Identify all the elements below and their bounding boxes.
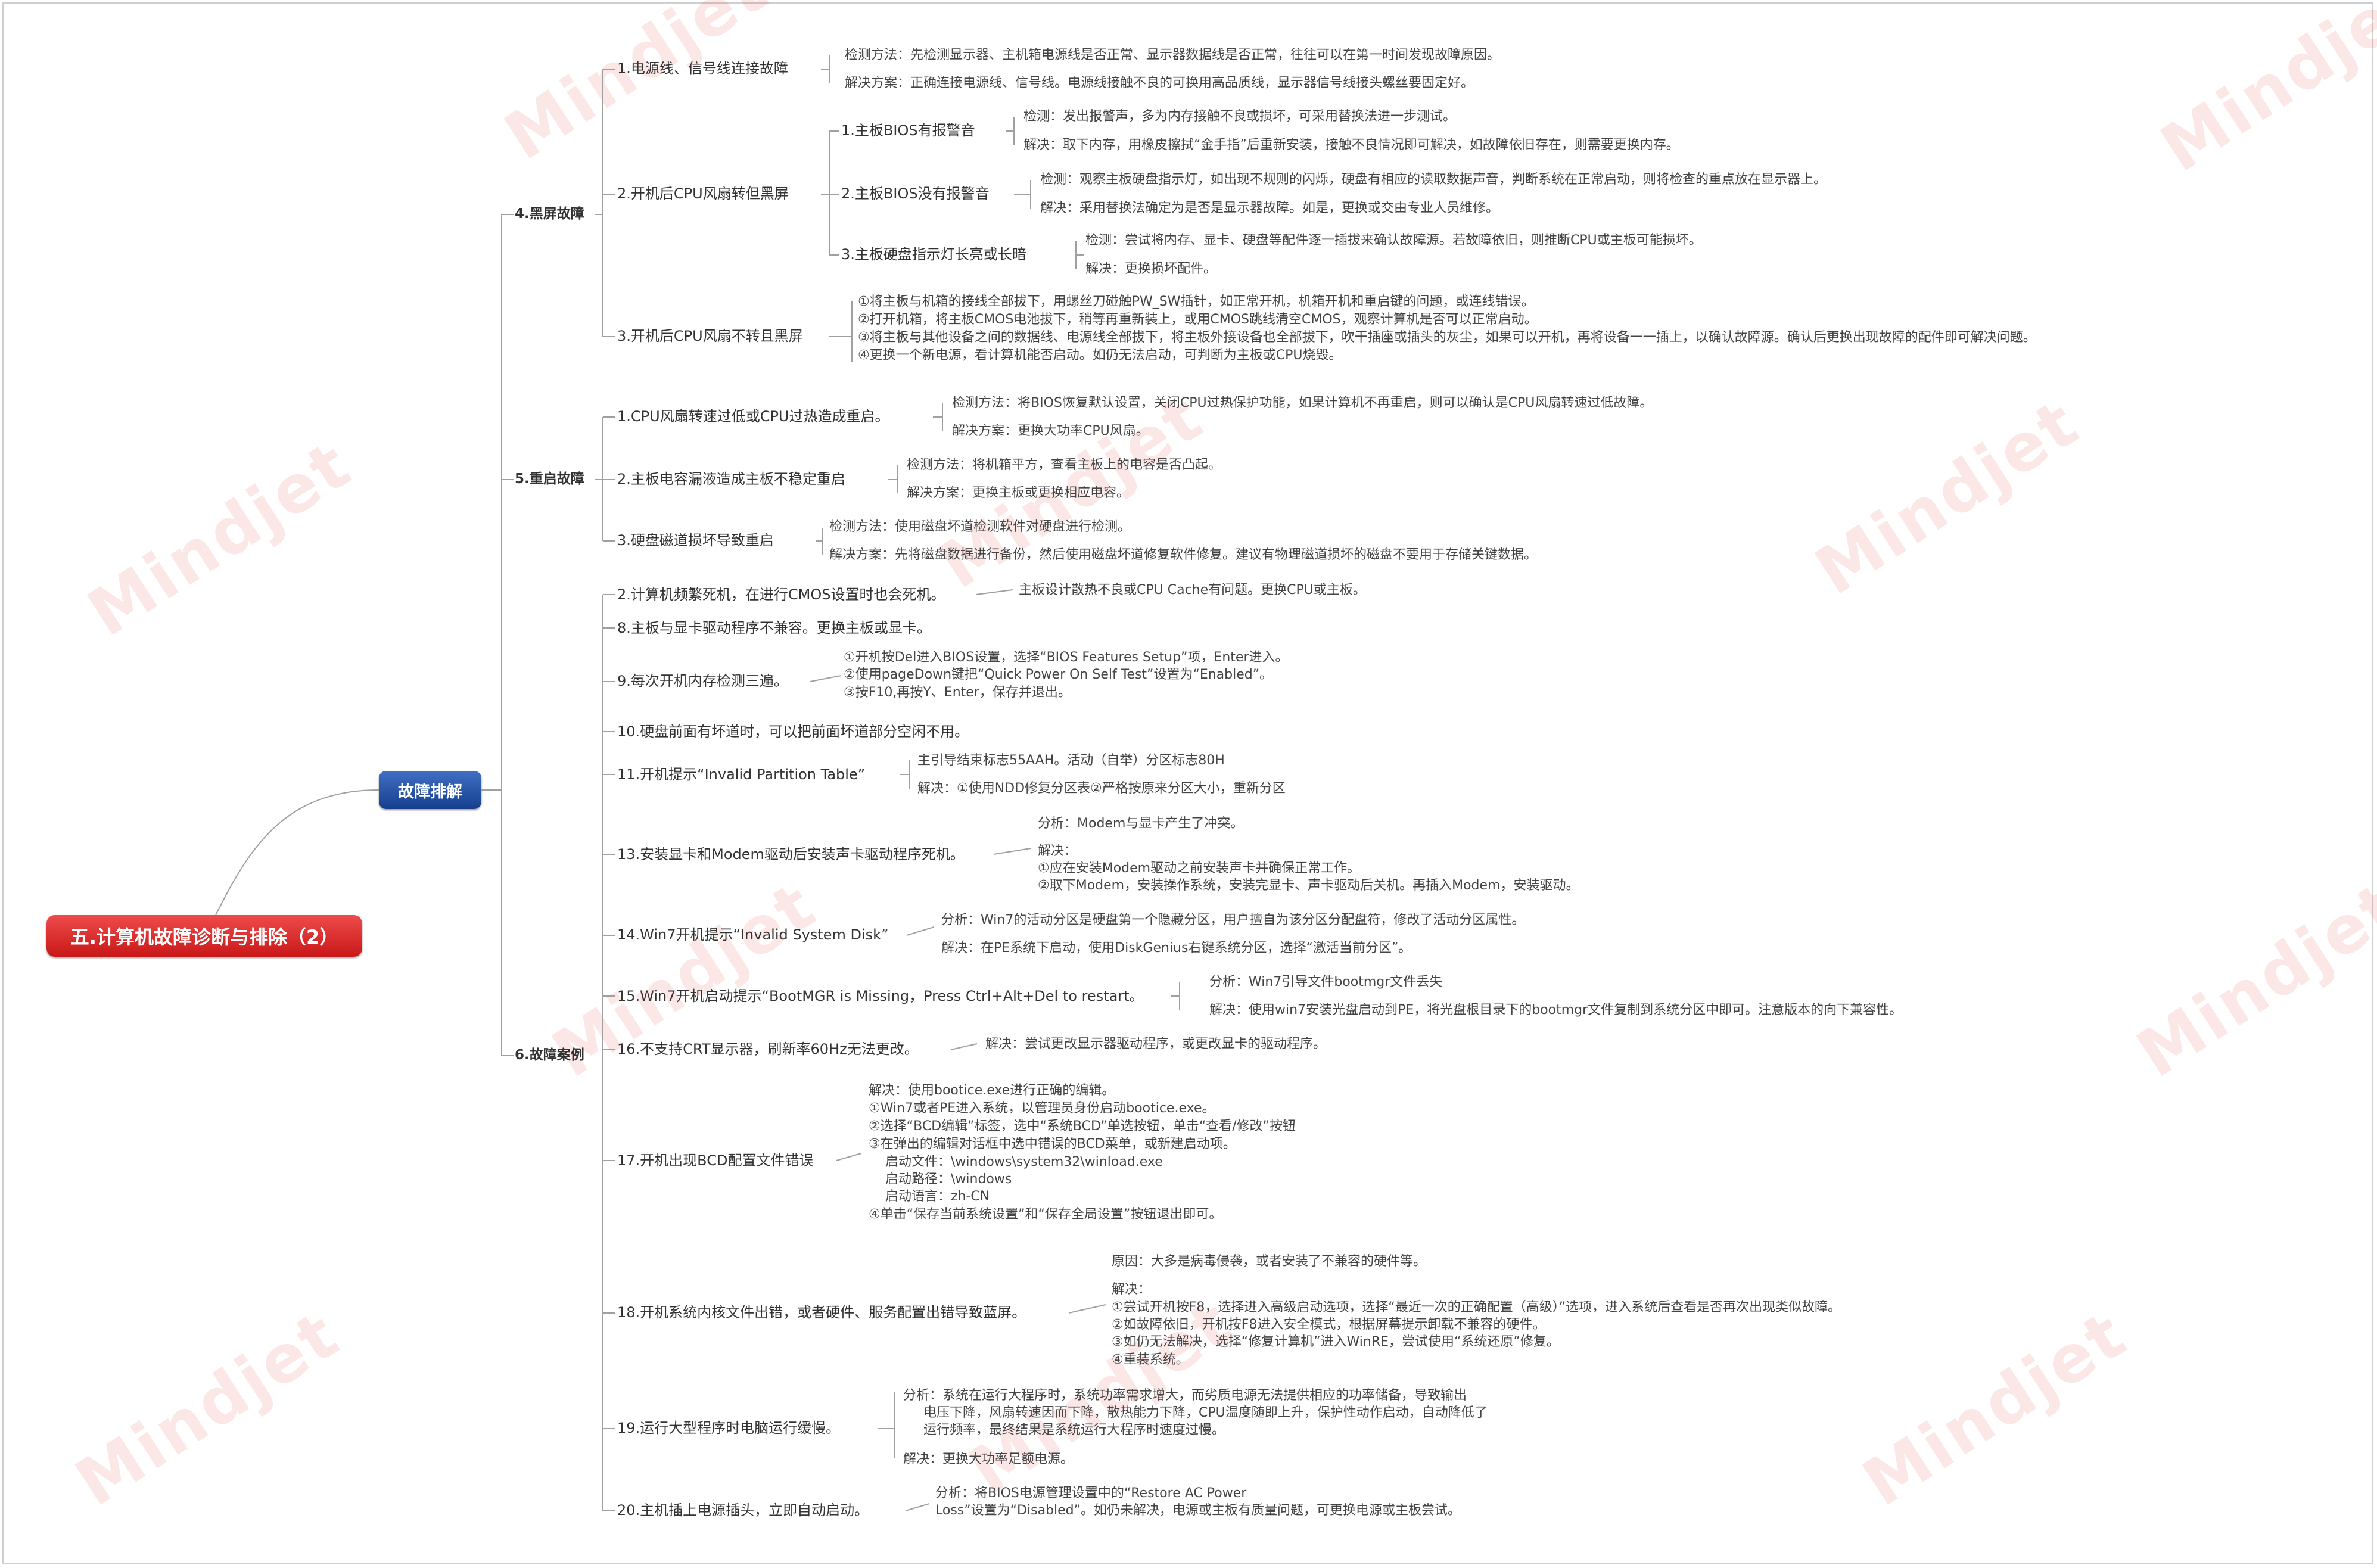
case-17-line-2: ①Win7或者PE进入系统，以管理员身份启动bootice.exe。 (869, 1101, 1215, 1116)
case-17-line-1: 解决：使用bootice.exe进行正确的编辑。 (869, 1083, 1115, 1098)
case-16[interactable]: 16.不支持CRT显示器，刷新率60Hz无法更改。 (617, 1041, 919, 1057)
case-18-step-4: ④重装系统。 (1112, 1352, 1189, 1367)
section-5-item-2-detect: 检测方法：将机箱平方，查看主板上的电容是否凸起。 (907, 458, 1222, 472)
case-20[interactable]: 20.主机插上电源插头，立即自动启动。 (617, 1502, 869, 1519)
case-2-note: 主板设计散热不良或CPU Cache有问题。更换CPU或主板。 (1019, 583, 1366, 598)
section-4-item-1[interactable]: 1.电源线、信号线连接故障 (617, 60, 788, 77)
case-17-line-5: 启动文件：\windows\system32\winload.exe (885, 1155, 1163, 1169)
section-4-item-1-detect: 检测方法：先检测显示器、主机箱电源线是否正常、显示器数据线是否正常，往往可以在第… (845, 48, 1501, 63)
section-5-item-1-solve: 解决方案：更换大功率CPU风扇。 (952, 424, 1149, 438)
section-5-item-1[interactable]: 1.CPU风扇转速过低或CPU过热造成重启。 (617, 408, 889, 425)
case-18-step-2: ②如故障依旧，开机按F8进入安全模式，根据屏幕提示卸载不兼容的硬件。 (1112, 1317, 1546, 1332)
section-4-item-3[interactable]: 3.开机后CPU风扇不转且黑屏 (617, 328, 803, 344)
case-17-line-4: ③在弹出的编辑对话框中选中错误的BCD菜单，或新建启动项。 (869, 1137, 1236, 1152)
case-19-analysis-3: 运行频率，最终结果是系统运行大程序时速度过慢。 (923, 1423, 1225, 1438)
section-4-item-1-solve: 解决方案：正确连接电源线、信号线。电源线接触不良的可换用高品质线，显示器信号线接… (845, 76, 1474, 91)
section-6-title[interactable]: 6.故障案例 (515, 1047, 584, 1063)
case-17-line-3: ②选择“BCD编辑”标签，选中“系统BCD”单选按钮，单击“查看/修改”按钮 (869, 1119, 1296, 1134)
section-4-item-2-case-2-detect: 检测：观察主板硬盘指示灯，如出现不规则的闪烁，硬盘有相应的读取数据声音，判断系统… (1040, 172, 1827, 187)
section-4-item-2-case-2[interactable]: 2.主板BIOS没有报警音 (841, 185, 990, 202)
case-18-solve-label: 解决： (1112, 1282, 1152, 1297)
case-15[interactable]: 15.Win7开机启动提示“BootMGR is Missing，Press C… (617, 988, 1144, 1004)
case-11[interactable]: 11.开机提示“Invalid Partition Table” (617, 766, 866, 783)
case-9-step-2: ②使用pageDown键把“Quick Power On Self Test”设… (844, 667, 1273, 682)
case-13-analysis: 分析：Modem与显卡产生了冲突。 (1038, 816, 1244, 831)
case-11-note: 主引导结束标志55AAH。活动（自举）分区标志80H (917, 753, 1225, 768)
case-9-step-1: ①开机按Del进入BIOS设置，选择“BIOS Features Setup”项… (844, 650, 1289, 665)
case-19[interactable]: 19.运行大型程序时电脑运行缓慢。 (617, 1420, 841, 1436)
case-15-solve: 解决：使用win7安装光盘启动到PE，将光盘根目录下的bootmgr文件复制到系… (1209, 1003, 1903, 1018)
section-4-item-3-step-4: ④更换一个新电源，看计算机能否启动。如仍无法启动，可判断为主板或CPU烧毁。 (858, 348, 1342, 363)
case-13[interactable]: 13.安装显卡和Modem驱动后安装声卡驱动程序死机。 (617, 846, 965, 863)
section-4-item-3-step-3: ③将主板与其他设备之间的数据线、电源线全部拔下，将主板外接设备也全部拔下，吹干插… (858, 330, 2036, 345)
case-20-analysis-2: Loss”设置为“Disabled”。如仍未解决，电源或主板有质量问题，可更换电… (935, 1503, 1461, 1518)
section-4-item-2-case-1[interactable]: 1.主板BIOS有报警音 (841, 122, 975, 139)
case-16-solve: 解决：尝试更改显示器驱动程序，或更改显卡的驱动程序。 (985, 1037, 1327, 1051)
case-8[interactable]: 8.主板与显卡驱动程序不兼容。更换主板或显卡。 (617, 620, 931, 636)
case-2[interactable]: 2.计算机频繁死机，在进行CMOS设置时也会死机。 (617, 586, 945, 603)
case-14[interactable]: 14.Win7开机提示“Invalid System Disk” (617, 926, 889, 943)
case-13-step-2: ②取下Modem，安装操作系统，安装完显卡、声卡驱动后关机。再插入Modem，安… (1038, 878, 1579, 893)
root-topic[interactable]: 五.计算机故障诊断与排除（2） (46, 915, 362, 957)
section-4-item-2-case-3[interactable]: 3.主板硬盘指示灯长亮或长暗 (841, 246, 1026, 263)
section-4-item-2-case-1-solve: 解决：取下内存，用橡皮擦拭“金手指”后重新安装，接触不良情况即可解决，如故障依旧… (1023, 138, 1679, 153)
case-14-analysis: 分析：Win7的活动分区是硬盘第一个隐藏分区，用户擅自为该分区分配盘符，修改了活… (941, 913, 1525, 928)
case-17[interactable]: 17.开机出现BCD配置文件错误 (617, 1152, 814, 1169)
section-5-title[interactable]: 5.重启故障 (515, 471, 584, 487)
section-4-title[interactable]: 4.黑屏故障 (515, 206, 584, 222)
section-5-item-3-solve: 解决方案：先将磁盘数据进行备份，然后使用磁盘坏道修复软件修复。建议有物理磁道损坏… (829, 547, 1538, 562)
section-4-item-2-case-2-solve: 解决：采用替换法确定为是否是显示器故障。如是，更换或交由专业人员维修。 (1040, 201, 1499, 216)
case-18[interactable]: 18.开机系统内核文件出错，或者硬件、服务配置出错导致蓝屏。 (617, 1304, 1026, 1321)
section-4-item-2-case-3-solve: 解决：更换损坏配件。 (1085, 262, 1217, 276)
case-13-step-1: ①应在安装Modem驱动之前安装声卡并确保正常工作。 (1038, 861, 1361, 876)
case-17-line-7: 启动语言：zh-CN (885, 1189, 990, 1204)
section-4-item-3-step-2: ②打开机箱，将主板CMOS电池拔下，稍等再重新装上，或用CMOS跳线清空CMOS… (858, 312, 1538, 327)
section-5-item-3[interactable]: 3.硬盘磁道损坏导致重启 (617, 532, 774, 549)
section-4-item-2[interactable]: 2.开机后CPU风扇转但黑屏 (617, 185, 789, 202)
case-9-step-3: ③按F10,再按Y、Enter，保存并退出。 (844, 685, 1071, 700)
case-17-line-8: ④单击“保存当前系统设置”和“保存全局设置”按钮退出即可。 (869, 1207, 1222, 1222)
case-18-cause: 原因：大多是病毒侵袭，或者安装了不兼容的硬件等。 (1112, 1254, 1427, 1269)
case-18-step-1: ①尝试开机按F8，选择进入高级启动选项，选择“最近一次的正确配置（高级）”选项，… (1112, 1300, 1841, 1315)
case-10[interactable]: 10.硬盘前面有坏道时，可以把前面坏道部分空闲不用。 (617, 723, 969, 740)
case-9[interactable]: 9.每次开机内存检测三遍。 (617, 673, 788, 689)
section-4-item-2-case-1-detect: 检测：发出报警声，多为内存接触不良或损坏，可采用替换法进一步测试。 (1023, 109, 1457, 124)
case-15-analysis: 分析：Win7引导文件bootmgr文件丢失 (1209, 975, 1443, 990)
section-4-item-3-step-1: ①将主板与机箱的接线全部拔下，用螺丝刀碰触PW_SW插针，如正常开机，机箱开机和… (858, 294, 1535, 309)
main-topic[interactable]: 故障排解 (379, 771, 481, 809)
case-19-analysis-2: 电压下降，风扇转速因而下降，散热能力下降，CPU温度随即上升，保护性动作启动，自… (923, 1405, 1488, 1420)
section-5-item-2[interactable]: 2.主板电容漏液造成主板不稳定重启 (617, 471, 845, 487)
case-14-solve: 解决：在PE系统下启动，使用DiskGenius右键系统分区，选择“激活当前分区… (941, 941, 1412, 956)
case-18-step-3: ③如仍无法解决，选择“修复计算机”进入WinRE，尝试使用“系统还原”修复。 (1112, 1334, 1560, 1349)
case-20-analysis-1: 分析：将BIOS电源管理设置中的“Restore AC Power (935, 1486, 1247, 1501)
case-13-solve-label: 解决： (1038, 844, 1078, 858)
section-4-item-2-case-3-detect: 检测：尝试将内存、显卡、硬盘等配件逐一插拔来确认故障源。若故障依旧，则推断CPU… (1085, 233, 1702, 248)
case-17-line-6: 启动路径：\windows (885, 1172, 1012, 1187)
case-19-analysis-1: 分析：系统在运行大程序时，系统功率需求增大，而劣质电源无法提供相应的功率储备，导… (903, 1388, 1467, 1403)
section-5-item-2-solve: 解决方案：更换主板或更换相应电容。 (907, 486, 1130, 500)
section-5-item-3-detect: 检测方法：使用磁盘坏道检测软件对硬盘进行检测。 (829, 519, 1131, 534)
case-11-solve: 解决：①使用NDD修复分区表②严格按原来分区大小，重新分区 (917, 781, 1286, 796)
case-19-solve: 解决：更换大功率足额电源。 (903, 1452, 1074, 1467)
section-5-item-1-detect: 检测方法：将BIOS恢复默认设置，关闭CPU过热保护功能，如果计算机不再重启，则… (952, 396, 1653, 410)
